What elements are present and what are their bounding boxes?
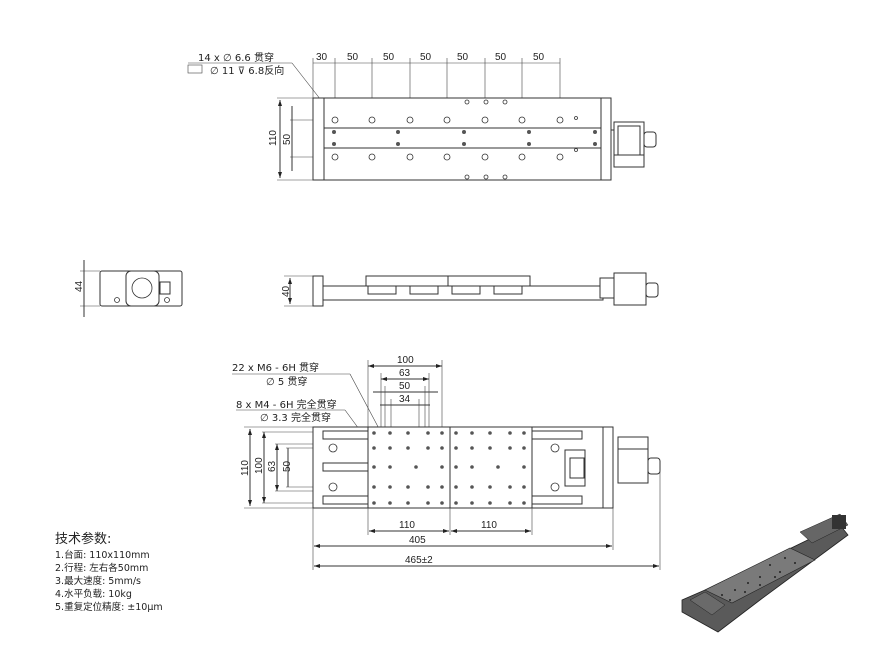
bot-dim-left-0: 110 [240, 460, 251, 476]
bot-dim-plate-1: 110 [481, 520, 497, 531]
spec-item-4: 4.水平负载: 10kg [55, 589, 132, 600]
bottom-view: 22 x M6 - 6H 贯穿 ∅ 5 贯穿 8 x M4 - 6H 完全贯穿 … [232, 355, 661, 570]
top-dim-2: 50 [383, 52, 395, 63]
bot-dim-base-length: 405 [409, 535, 426, 546]
bot-dim-total-length: 465±2 [405, 555, 433, 566]
top-dim-5: 50 [495, 52, 507, 63]
top-dim-inner: 50 [282, 133, 293, 145]
top-view: 14 x ∅ 6.6 贯穿 ∅ 11 ⊽ 6.8反向 30 50 50 50 5… [187, 51, 657, 181]
bot-dim-left-2: 63 [267, 460, 278, 472]
callout-b-line1: 8 x M4 - 6H 完全贯穿 [236, 398, 337, 411]
bot-dim-top-0: 100 [397, 355, 414, 366]
top-dim-height: 110 [268, 130, 279, 146]
bot-dim-plate-0: 110 [399, 520, 415, 531]
side-view: 40 [281, 272, 659, 307]
iso-view [681, 513, 849, 633]
callout-a-line2: ∅ 5 贯穿 [266, 375, 307, 388]
spec-item-3: 3.最大速度: 5mm/s [55, 576, 141, 587]
top-dim-3: 50 [420, 52, 432, 63]
top-dim-4: 50 [457, 52, 469, 63]
callout-a-line1: 22 x M6 - 6H 贯穿 [232, 361, 319, 374]
side-dim-height: 40 [281, 285, 292, 297]
bot-dim-left-1: 100 [254, 457, 265, 474]
spec-panel: 技术参数: 1.台面: 110x110mm 2.行程: 左右各50mm 3.最大… [55, 528, 163, 614]
spec-item-5: 5.重复定位精度: ±10μm [55, 602, 163, 613]
spec-item-1: 1.台面: 110x110mm [55, 550, 150, 561]
end-view: 44 [74, 260, 183, 317]
bot-dim-top-2: 50 [399, 381, 411, 392]
top-dim-1: 50 [347, 52, 359, 63]
bot-dim-top-1: 63 [399, 368, 411, 379]
callout-b-line2: ∅ 3.3 完全贯穿 [260, 411, 331, 424]
spec-item-2: 2.行程: 左右各50mm [55, 563, 149, 574]
bot-dim-left-3: 50 [282, 460, 293, 472]
top-dim-0: 30 [316, 52, 328, 63]
top-callout-line2: ∅ 11 ⊽ 6.8反向 [210, 64, 284, 77]
top-callout-line1: 14 x ∅ 6.6 贯穿 [198, 51, 274, 64]
end-dim-height: 44 [74, 280, 85, 292]
top-dim-6: 50 [533, 52, 545, 63]
spec-title: 技术参数: [55, 532, 112, 547]
bot-dim-top-3: 34 [399, 394, 411, 405]
